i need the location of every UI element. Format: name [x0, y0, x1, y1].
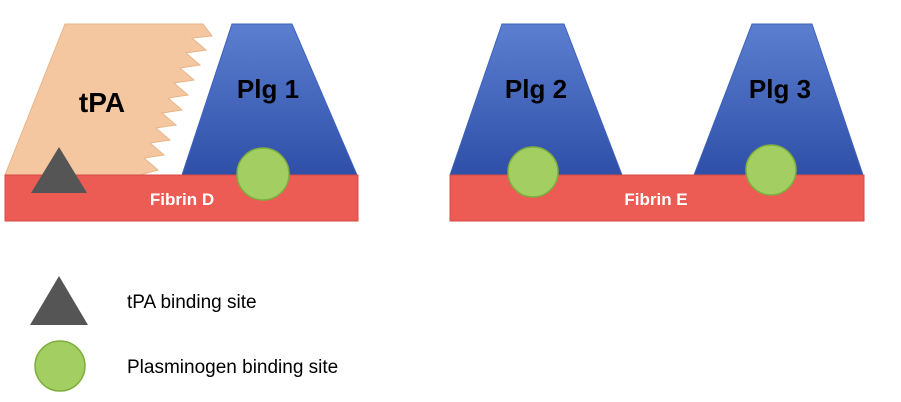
legend-tpa-site-label: tPA binding site	[127, 292, 257, 313]
circle-icon	[34, 340, 86, 392]
tpa-shape	[4, 23, 213, 176]
legend-item-plasminogen-site: Plasminogen binding site	[34, 340, 338, 392]
tpa-binding-site-triangle	[31, 147, 87, 193]
fibrin-e-label: Fibrin E	[624, 190, 687, 209]
plg-3-label: Plg 3	[749, 74, 811, 104]
plg-2-label: Plg 2	[505, 74, 567, 104]
legend-item-tpa-site: tPA binding site	[30, 276, 257, 325]
legend-plasminogen-site-label: Plasminogen binding site	[127, 357, 338, 378]
tpa-label: tPA	[79, 87, 125, 118]
plg-1-label: Plg 1	[237, 74, 299, 104]
plg-1-binding-site-circle	[236, 147, 290, 201]
plg-3-binding-site-circle	[745, 144, 797, 196]
triangle-icon	[30, 276, 88, 325]
fibrin-e-group: Plg 2 Plg 3 Fibrin E	[449, 23, 865, 222]
fibrin-d-label: Fibrin D	[150, 190, 214, 209]
legend: tPA binding site Plasminogen binding sit…	[30, 276, 338, 392]
fibrin-d-group: tPA Plg 1 Fibrin D	[4, 23, 359, 222]
plg-2-binding-site-circle	[507, 146, 559, 198]
